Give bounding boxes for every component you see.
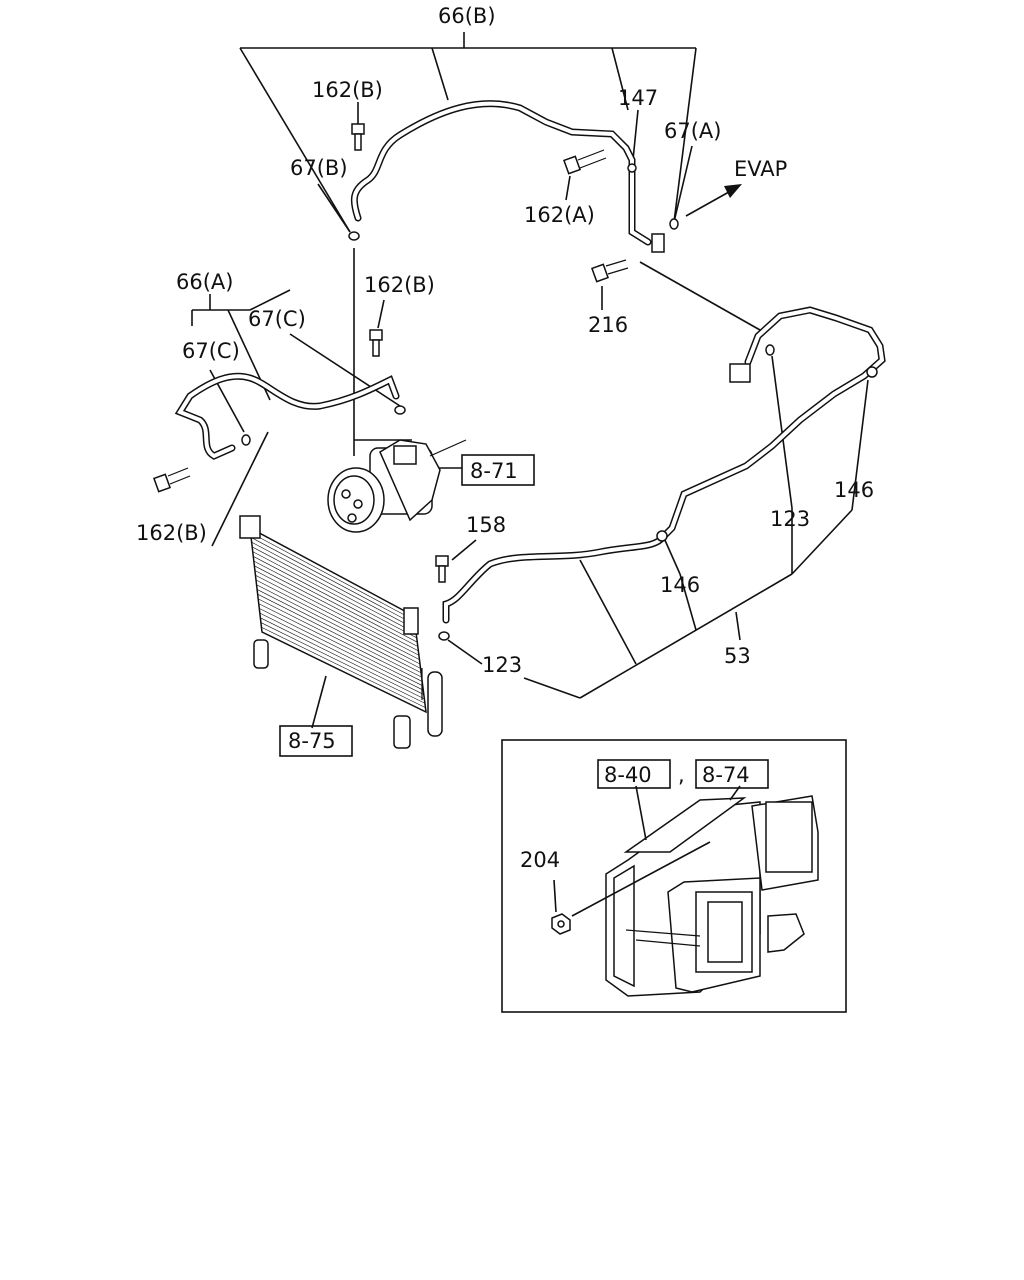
condenser-fin <box>253 556 418 643</box>
condenser-fin <box>258 603 423 687</box>
label-204: 204 <box>520 848 560 872</box>
condenser-fin <box>258 598 423 682</box>
label-162b-left: 162(B) <box>136 521 207 545</box>
condenser-fin <box>251 541 416 630</box>
ref-box-8-74 <box>695 759 769 789</box>
condenser-fin <box>252 546 417 634</box>
label-8-40: 8-40 <box>604 763 652 787</box>
evaporator-unit <box>605 795 819 997</box>
label-162b-mid: 162(B) <box>364 273 435 297</box>
o-rings <box>241 218 775 641</box>
label-8-71: 8-71 <box>470 459 518 483</box>
bolt-216 <box>591 259 629 283</box>
condenser-fin <box>255 579 421 665</box>
label-comma: , <box>678 763 685 787</box>
bolt-162b-mid <box>369 329 383 357</box>
fasteners <box>153 123 878 641</box>
evaporator-inset <box>501 739 847 1013</box>
label-67a: 67(A) <box>664 119 721 143</box>
label-146-mid: 146 <box>660 573 700 597</box>
condenser-fin <box>253 560 418 647</box>
condenser-fin <box>254 565 419 652</box>
bolt-162a <box>563 149 607 175</box>
callout-labels: 66(B) 162(B) 147 67(A) 67(B) EVAP 162(A)… <box>136 4 874 872</box>
condenser-fin <box>256 589 422 673</box>
label-146-right: 146 <box>834 478 874 502</box>
bolt-158 <box>435 555 449 583</box>
condenser-fin <box>255 575 420 660</box>
condenser-fin <box>252 551 417 639</box>
condenser-fin <box>257 593 422 678</box>
leader-lines <box>191 32 869 729</box>
bolt-162b-top <box>351 123 365 151</box>
condenser-fin <box>259 612 424 695</box>
ref-box-8-75 <box>279 725 353 757</box>
label-162a: 162(A) <box>524 203 595 227</box>
label-162b-top: 162(B) <box>312 78 383 102</box>
label-evap: EVAP <box>734 157 787 181</box>
label-123-right: 123 <box>770 507 810 531</box>
condenser-fin <box>250 537 416 625</box>
condenser-fin <box>261 627 426 708</box>
hose-clamps <box>627 163 878 542</box>
label-216: 216 <box>588 313 628 337</box>
label-66a: 66(A) <box>176 270 233 294</box>
label-123-low: 123 <box>482 653 522 677</box>
nut-204 <box>551 841 711 935</box>
label-8-74: 8-74 <box>702 763 750 787</box>
label-53: 53 <box>724 644 751 668</box>
hoses <box>174 100 886 624</box>
label-66b: 66(B) <box>438 4 496 28</box>
condenser <box>239 515 443 749</box>
label-147: 147 <box>618 86 658 110</box>
label-67c-2: 67(C) <box>182 339 240 363</box>
label-8-75: 8-75 <box>288 729 336 753</box>
bolt-162b-left <box>153 467 191 493</box>
ref-box-8-40 <box>597 759 671 789</box>
condenser-fin <box>259 608 424 691</box>
condenser-fin <box>260 617 425 700</box>
ref-box-8-71 <box>461 454 535 486</box>
label-158: 158 <box>466 513 506 537</box>
condenser-fin <box>254 570 420 656</box>
compressor <box>327 439 467 533</box>
label-67c-1: 67(C) <box>248 307 306 331</box>
label-67b: 67(B) <box>290 156 348 180</box>
condenser-fin <box>256 584 421 669</box>
condenser-fin <box>260 622 426 704</box>
condenser-fin <box>250 532 415 621</box>
